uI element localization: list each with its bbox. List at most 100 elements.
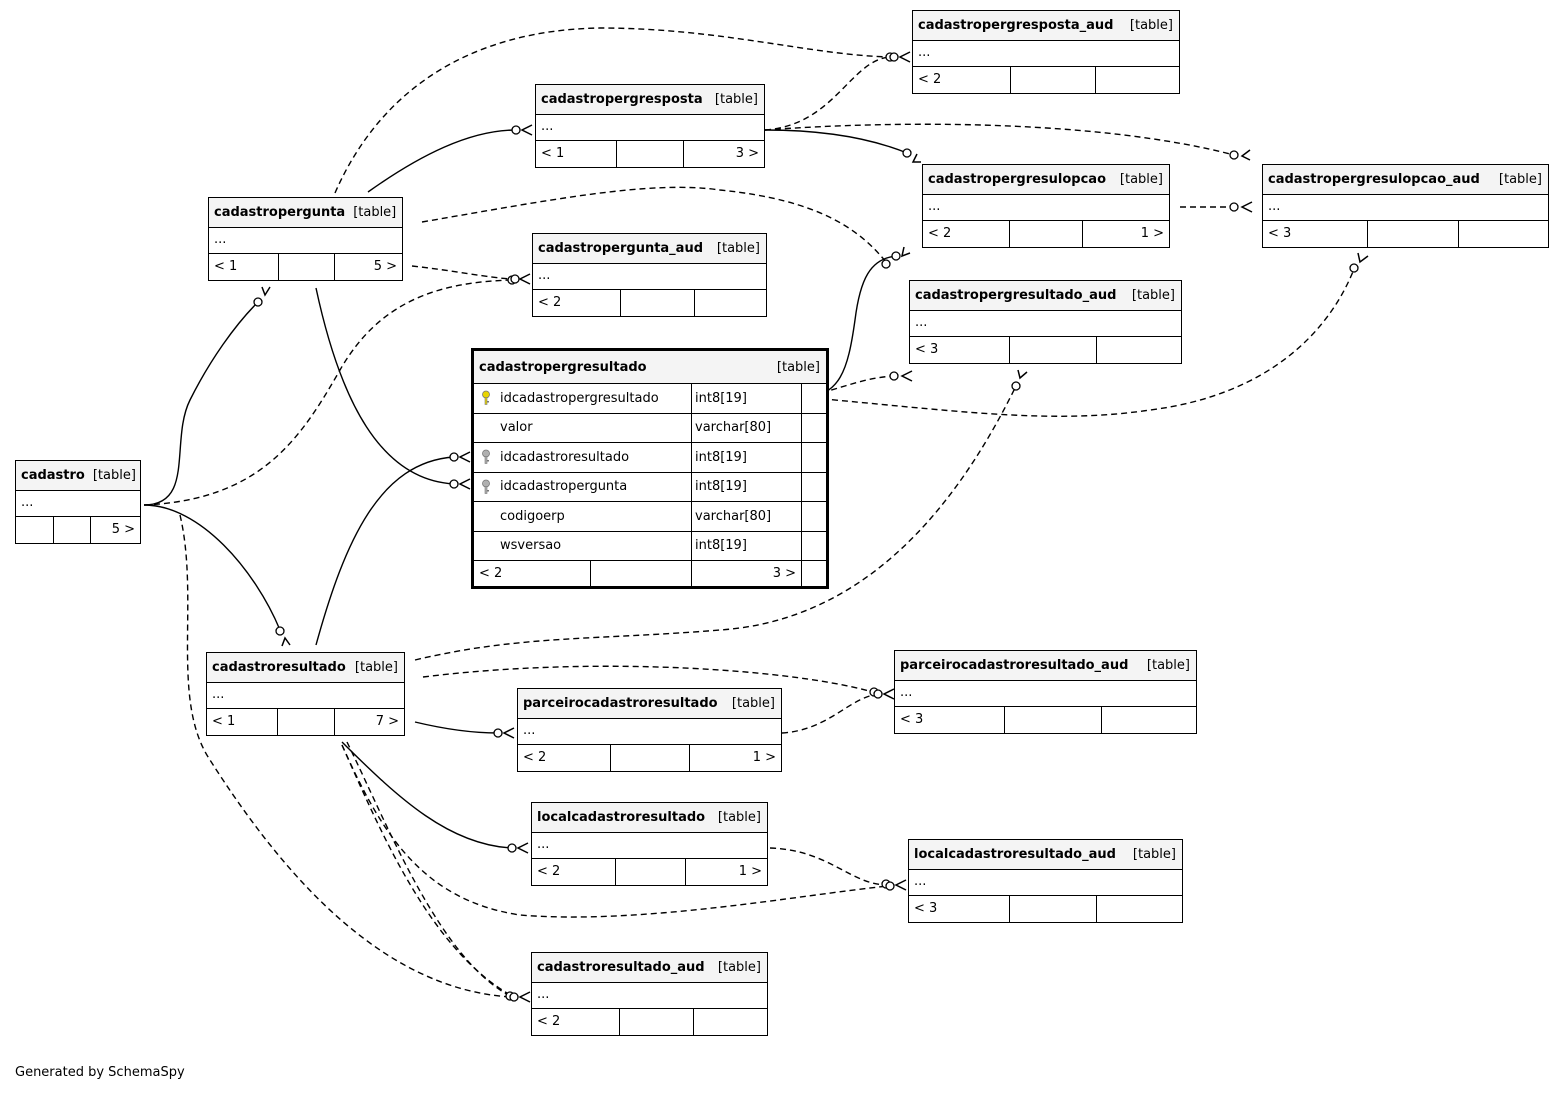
cardinality-circle: [253, 297, 263, 307]
cardinality-circle: [891, 251, 901, 261]
cardinality-circle: [449, 479, 459, 489]
table-name: cadastro: [21, 468, 85, 483]
columns-ellipsis: ...: [895, 681, 1196, 707]
table-cadastro[interactable]: cadastro[table] ... 5 >: [15, 460, 141, 544]
rows-cell: [616, 859, 686, 885]
columns-ellipsis: ...: [1263, 195, 1548, 221]
children-count: [1097, 896, 1182, 922]
children-count: [1097, 337, 1181, 363]
table-cadastropergunta-aud[interactable]: cadastropergunta_aud[table] ... < 2: [532, 233, 767, 317]
table-parceirocadastroresultado-aud[interactable]: parceirocadastroresultado_aud[table] ...…: [894, 650, 1197, 734]
foreign-key-icon: [480, 449, 500, 465]
rows-cell: [620, 1009, 694, 1035]
cardinality-circle: [881, 259, 891, 269]
parents-count: < 3: [909, 896, 1010, 922]
crow-foot: [516, 842, 529, 854]
column-type: int8[19]: [692, 384, 802, 413]
crow-foot: [900, 370, 913, 382]
edge-cadastropergresposta-cadastropergresulopcao: [764, 129, 908, 154]
table-cadastropergresulopcao-aud[interactable]: cadastropergresulopcao_aud[table] ... < …: [1262, 164, 1549, 248]
table-type: [table]: [354, 660, 398, 675]
cardinality-circle: [493, 728, 503, 738]
rows-cell: [54, 517, 91, 543]
parents-count: [16, 517, 54, 543]
children-count: 1 >: [738, 864, 762, 879]
crow-foot: [900, 246, 911, 258]
table-type: [table]: [1132, 847, 1176, 862]
children-count: 1 >: [1140, 226, 1164, 241]
table-cadastropergresposta-aud[interactable]: cadastropergresposta_aud[table] ... < 2: [912, 10, 1180, 94]
column-name: idcadastropergunta: [500, 479, 628, 495]
crow-foot: [518, 991, 531, 1003]
table-type: [table]: [717, 960, 761, 975]
table-type: [table]: [1129, 18, 1173, 33]
parents-count: < 2: [923, 221, 1010, 247]
table-cadastropergresultado[interactable]: cadastropergresultado[table] idcadastrop…: [471, 348, 829, 589]
columns-ellipsis: ...: [207, 683, 404, 709]
column-row[interactable]: wsversao int8[19]: [474, 531, 826, 561]
column-extra-cell: [802, 502, 826, 531]
columns-ellipsis: ...: [532, 833, 767, 859]
crow-foot: [894, 879, 907, 891]
column-type: int8[19]: [692, 531, 802, 560]
parents-count: < 2: [518, 745, 611, 771]
children-count: [695, 290, 766, 316]
edge-cadastropergunta-pergunta-aud: [411, 265, 513, 280]
crow-foot: [882, 688, 895, 700]
parents-count: < 2: [532, 1009, 620, 1035]
crow-foot: [261, 286, 271, 297]
children-count: 3 >: [692, 561, 802, 587]
crow-foot: [1240, 201, 1253, 213]
table-type: [table]: [353, 205, 397, 220]
table-type: [table]: [716, 241, 760, 256]
rows-cell: [1368, 221, 1459, 247]
table-name: parceirocadastroresultado: [523, 696, 718, 711]
children-count: 7 >: [375, 714, 399, 729]
edge-cadastro-resultado-aud: [179, 514, 513, 998]
edge-cadastroresultado-focus: [315, 456, 455, 646]
rows-cell: [1010, 337, 1097, 363]
edge-cadastropergunta-cadastropergresposta: [367, 129, 517, 193]
children-count: 5 >: [373, 259, 397, 274]
table-cadastroresultado-aud[interactable]: cadastroresultado_aud[table] ... < 2: [531, 952, 768, 1036]
edge-cadastropergunta-pergresposta-aud: [334, 27, 891, 194]
parents-count: < 3: [895, 707, 1005, 733]
crow-foot: [458, 478, 471, 490]
columns-ellipsis: ...: [536, 115, 764, 141]
children-count: [1102, 707, 1196, 733]
cardinality-circle: [902, 148, 912, 158]
table-name: cadastropergresulopcao_aud: [1268, 172, 1480, 187]
edge-parceiro-parceiro-aud: [781, 693, 881, 734]
parents-count: < 3: [1263, 221, 1368, 247]
table-localcadastroresultado-aud[interactable]: localcadastroresultado_aud[table] ... < …: [908, 839, 1183, 923]
table-name: cadastropergresulopcao: [928, 172, 1107, 187]
edge-cadastroresultado-local: [341, 741, 513, 849]
columns-ellipsis: ...: [913, 41, 1179, 67]
parents-count: < 2: [533, 290, 621, 316]
edge-pergresposta-pergresulopcao-aud: [764, 123, 1235, 156]
edge-pergresposta-pergresposta-aud: [764, 56, 891, 131]
table-name: cadastropergresposta: [541, 92, 703, 107]
cardinality-circle: [449, 452, 459, 462]
column-name: wsversao: [500, 538, 562, 554]
column-name-cell: codigoerp: [474, 502, 692, 531]
table-name: parceirocadastroresultado_aud: [900, 658, 1129, 673]
edge-local-local-aud: [769, 847, 889, 886]
table-cadastropergresultado-aud[interactable]: cadastropergresultado_aud[table] ... < 3: [909, 280, 1182, 364]
edge-cadastroresultado-pergresultado-aud: [414, 385, 1017, 661]
columns-ellipsis: ...: [16, 491, 140, 517]
table-parceirocadastroresultado[interactable]: parceirocadastroresultado[table] ... < 2…: [517, 688, 782, 772]
column-name: valor: [500, 420, 533, 436]
